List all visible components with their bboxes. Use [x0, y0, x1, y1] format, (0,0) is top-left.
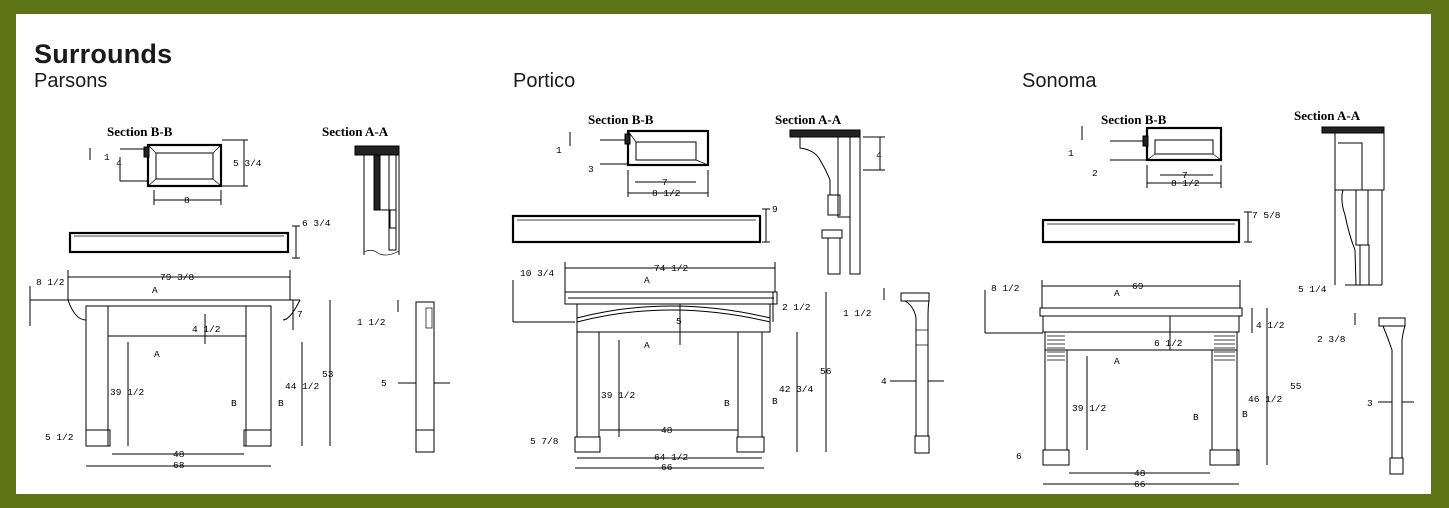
portico-dim-side-depth: 4: [881, 376, 887, 387]
parsons-section-mark-b-right: B: [278, 398, 284, 409]
portico-dim-mid-width: 64 1/2: [654, 452, 689, 463]
sonoma-section-mark-b-right: B: [1242, 409, 1248, 420]
portico-dim-sec-b-7: 7: [662, 177, 668, 188]
sonoma-front-elevation: [984, 280, 1268, 485]
sonoma-dim-sec-b-7: 7: [1182, 170, 1188, 181]
parsons-dim-side-top: 1 1/2: [357, 317, 386, 328]
parsons-section-aa-label: Section A-A: [322, 124, 389, 139]
sonoma-shelf: [1041, 211, 1252, 244]
sonoma-dim-sec-b-1: 1: [1068, 148, 1074, 159]
portico-dim-base-width: 66: [661, 462, 673, 473]
portico-dim-sec-b-1: 1: [556, 145, 562, 156]
sonoma-section-bb-label: Section B-B: [1101, 112, 1167, 127]
parsons-dim-sec-b-5-3-4: 5 3/4: [233, 158, 262, 169]
parsons-section-mark-b-left: B: [231, 398, 237, 409]
parsons-dim-overall-width: 79 3/8: [160, 272, 195, 283]
sonoma-dim-overall-width: 69: [1132, 281, 1144, 292]
sonoma-section-bb-profile: [1081, 126, 1223, 188]
model-name-portico: Portico: [513, 70, 576, 92]
parsons-dim-shelf-drop: 7: [297, 309, 303, 320]
sonoma-dim-overhang: 8 1/2: [991, 283, 1020, 294]
parsons-dim-sec-b-4: 4: [116, 158, 122, 169]
parsons-dim-opening-width: 48: [173, 449, 185, 460]
portico-dim-opening-width: 48: [661, 425, 673, 436]
parsons-dim-overall-height: 53: [322, 369, 334, 380]
portico-dim-plinth-height: 5 7/8: [530, 436, 559, 447]
portico-section-mark-b-right: B: [772, 396, 778, 407]
sonoma-drawing: Section B-B 1 2 7 8 1/2 Section A-A: [984, 108, 1414, 490]
sonoma-dim-sec-a-5-1-4: 5 1/4: [1298, 284, 1327, 295]
sonoma-dim-shelf-height: 7 5/8: [1252, 210, 1281, 221]
portico-section-bb-profile: [569, 129, 710, 197]
sonoma-dim-side-top: 2 3/8: [1317, 334, 1346, 345]
portico-drawing: Section B-B 1 3 7 8 1/2 Section A-A: [511, 112, 944, 473]
sonoma-dim-base-width: 66: [1134, 479, 1146, 490]
portico-dim-overhang: 10 3/4: [520, 268, 555, 279]
sonoma-dim-opening-width: 48: [1134, 468, 1146, 479]
parsons-dim-opening-height: 39 1/2: [110, 387, 145, 398]
portico-section-bb-label: Section B-B: [588, 112, 654, 127]
parsons-dim-overhang: 8 1/2: [36, 277, 65, 288]
portico-dim-leg-height: 42 3/4: [779, 384, 814, 395]
parsons-dim-plinth-height: 5 1/2: [45, 432, 74, 443]
portico-dim-shelf-drop: 2 1/2: [782, 302, 811, 313]
portico-dim-sec-a-4: 4: [876, 150, 882, 161]
portico-dim-shelf-height: 9: [772, 204, 778, 215]
sonoma-section-mark-b-left: B: [1193, 412, 1199, 423]
portico-section-aa-label: Section A-A: [775, 112, 842, 127]
portico-section-mark-a-top: A: [644, 275, 650, 286]
parsons-dim-side-depth: 5: [381, 378, 387, 389]
model-name-sonoma: Sonoma: [1022, 70, 1097, 92]
portico-dim-sec-b-8-1-2: 8 1/2: [652, 188, 681, 199]
parsons-section-bb-profile: [89, 139, 248, 205]
sonoma-section-mark-a-top: A: [1114, 288, 1120, 299]
portico-section-mark-a-bottom: A: [644, 340, 650, 351]
portico-side-view: [883, 288, 944, 454]
parsons-dim-leg-height: 44 1/2: [285, 381, 320, 392]
sonoma-dim-sec-b-2: 2: [1092, 168, 1098, 179]
parsons-dim-sec-b-8: 8: [184, 195, 190, 206]
sonoma-dim-header-height: 6 1/2: [1154, 338, 1183, 349]
portico-front-elevation: [512, 262, 827, 469]
model-name-parsons: Parsons: [34, 70, 108, 92]
sonoma-side-view: [1354, 313, 1414, 475]
portico-dim-side-top: 1 1/2: [843, 308, 872, 319]
sonoma-dim-plinth-height: 6: [1016, 451, 1022, 462]
parsons-section-mark-a-bottom: A: [154, 349, 160, 360]
parsons-shelf: [68, 225, 300, 259]
portico-shelf: [511, 208, 770, 244]
sonoma-section-mark-a-bottom: A: [1114, 356, 1120, 367]
sonoma-section-aa-profile: [1321, 126, 1385, 286]
portico-dim-opening-height: 39 1/2: [601, 390, 636, 401]
sonoma-section-aa-label: Section A-A: [1294, 108, 1361, 123]
parsons-dim-header-height: 4 1/2: [192, 324, 221, 335]
content-panel: [16, 14, 1431, 494]
portico-section-mark-b-left: B: [724, 398, 730, 409]
parsons-dim-shelf-height: 6 3/4: [302, 218, 331, 229]
sonoma-dim-shelf-drop: 4 1/2: [1256, 320, 1285, 331]
parsons-dim-base-width: 68: [173, 460, 185, 471]
parsons-side-view: [397, 300, 450, 453]
portico-dim-overall-height: 56: [820, 366, 832, 377]
sonoma-dim-leg-height: 46 1/2: [1248, 394, 1283, 405]
sonoma-dim-overall-height: 55: [1290, 381, 1302, 392]
parsons-front-elevation: [29, 270, 331, 467]
sonoma-dim-opening-height: 39 1/2: [1072, 403, 1107, 414]
parsons-section-bb-label: Section B-B: [107, 124, 173, 139]
sonoma-dim-side-depth: 3: [1367, 398, 1373, 409]
parsons-section-mark-a-top: A: [152, 285, 158, 296]
portico-dim-overall-width: 74 1/2: [654, 263, 689, 274]
parsons-section-aa-profile: [354, 145, 400, 256]
portico-dim-sec-b-3: 3: [588, 164, 594, 175]
parsons-dim-sec-b-1: 1: [104, 152, 110, 163]
sonoma-dim-sec-b-8-1-2: 8 1/2: [1171, 178, 1200, 189]
portico-section-aa-profile: [789, 129, 885, 275]
page-title: Surrounds: [34, 39, 173, 69]
portico-dim-header-height: 5: [676, 316, 682, 327]
parsons-drawing: Section B-B 1 4 8 5 3/4 Section A-A: [29, 124, 450, 471]
